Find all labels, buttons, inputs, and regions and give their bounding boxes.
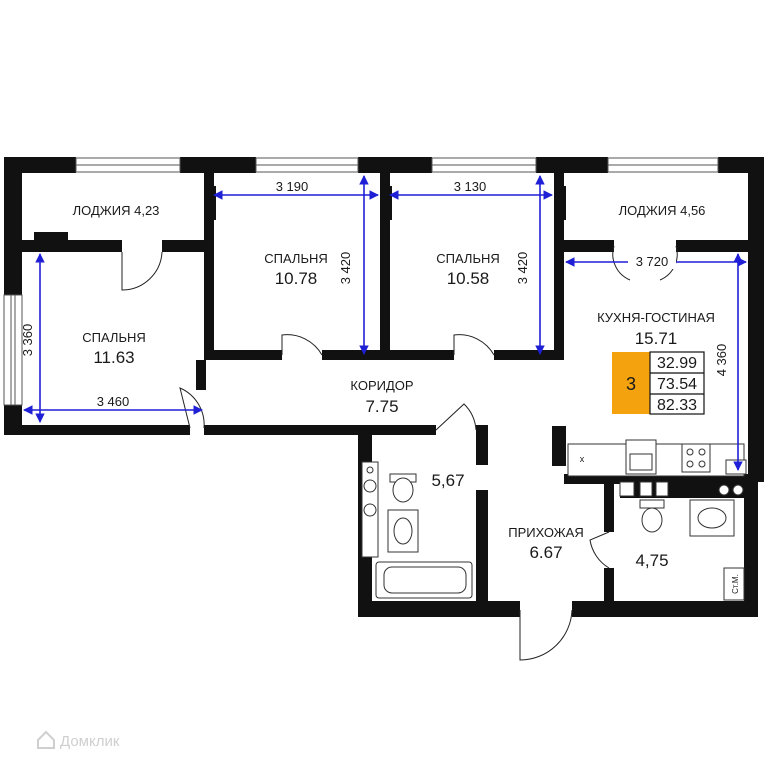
room-labels: ЛОДЖИЯ 4,23 ЛОДЖИЯ 4,56 СПАЛЬНЯ 10.78 СП… bbox=[73, 203, 740, 594]
washer-icon bbox=[363, 479, 377, 493]
riser-label: Ст.М. bbox=[731, 574, 740, 594]
dim-b3-depth: 3 420 bbox=[515, 252, 530, 285]
room-kitchen-name: КУХНЯ-ГОСТИНАЯ bbox=[597, 310, 715, 325]
dim-kitchen-depth: 4 360 bbox=[714, 344, 729, 377]
stove-mark: x bbox=[580, 454, 585, 464]
stove-icon bbox=[681, 443, 711, 473]
room-hallway-name: ПРИХОЖАЯ bbox=[508, 525, 584, 540]
room-bedroom3-area: 10.58 bbox=[447, 269, 490, 288]
door-loggia-left bbox=[121, 251, 163, 291]
room-corridor-name: КОРИДОР bbox=[350, 378, 413, 393]
door-bedroom1 bbox=[179, 387, 205, 429]
total-with-loggias-value: 82.33 bbox=[657, 397, 697, 414]
room-hallway-area: 6.67 bbox=[529, 543, 562, 562]
door-bedroom2 bbox=[281, 334, 323, 356]
door-wc bbox=[589, 531, 610, 569]
room-bedroom2-name: СПАЛЬНЯ bbox=[264, 251, 328, 266]
rooms-count-badge bbox=[612, 352, 650, 414]
room-bedroom1-name: СПАЛЬНЯ bbox=[82, 330, 146, 345]
watermark-text: Домклик bbox=[60, 733, 120, 750]
dim-kitchen-width: 3 720 bbox=[636, 254, 669, 269]
total-area-value: 73.54 bbox=[657, 376, 697, 393]
dimension-lines bbox=[23, 175, 747, 471]
room-kitchen-area: 15.71 bbox=[635, 329, 678, 348]
rooms-count: 3 bbox=[626, 374, 636, 394]
room-corridor-area: 7.75 bbox=[365, 397, 398, 416]
doors bbox=[121, 245, 678, 661]
door-bathroom bbox=[435, 403, 477, 431]
room-bedroom1-area: 11.63 bbox=[93, 348, 134, 367]
windows bbox=[3, 157, 719, 406]
room-loggia-left-label: ЛОДЖИЯ 4,23 bbox=[73, 203, 160, 218]
room-loggia-right-label: ЛОДЖИЯ 4,56 bbox=[619, 203, 706, 218]
room-bedroom2-area: 10.78 bbox=[275, 269, 318, 288]
watermark: Домклик bbox=[37, 730, 120, 750]
door-entrance bbox=[519, 609, 573, 661]
room-wc-area: 4,75 bbox=[635, 551, 668, 570]
dim-b1-depth: 3 360 bbox=[20, 324, 35, 357]
living-area-value: 32.99 bbox=[657, 355, 697, 372]
room-bedroom3-name: СПАЛЬНЯ bbox=[436, 251, 500, 266]
area-summary: 3 32.99 73.54 82.33 bbox=[612, 351, 705, 415]
dim-b1-width: 3 460 bbox=[97, 394, 130, 409]
riser-box bbox=[723, 567, 745, 601]
dim-b2-width: 3 190 bbox=[276, 179, 309, 194]
room-bathroom-area: 5,67 bbox=[431, 471, 464, 490]
wc-toilet-icon bbox=[639, 499, 665, 509]
dim-b3-width: 3 130 bbox=[454, 179, 487, 194]
fixtures bbox=[361, 439, 747, 601]
dim-b2-depth: 3 420 bbox=[338, 252, 353, 285]
domclick-logo-icon bbox=[37, 730, 55, 749]
walls bbox=[4, 157, 764, 617]
door-bedroom3 bbox=[453, 334, 495, 356]
dimension-labels: 3 190 3 420 3 130 3 420 3 360 3 460 3 72… bbox=[20, 179, 729, 409]
door-loggia-right-a bbox=[612, 245, 631, 281]
